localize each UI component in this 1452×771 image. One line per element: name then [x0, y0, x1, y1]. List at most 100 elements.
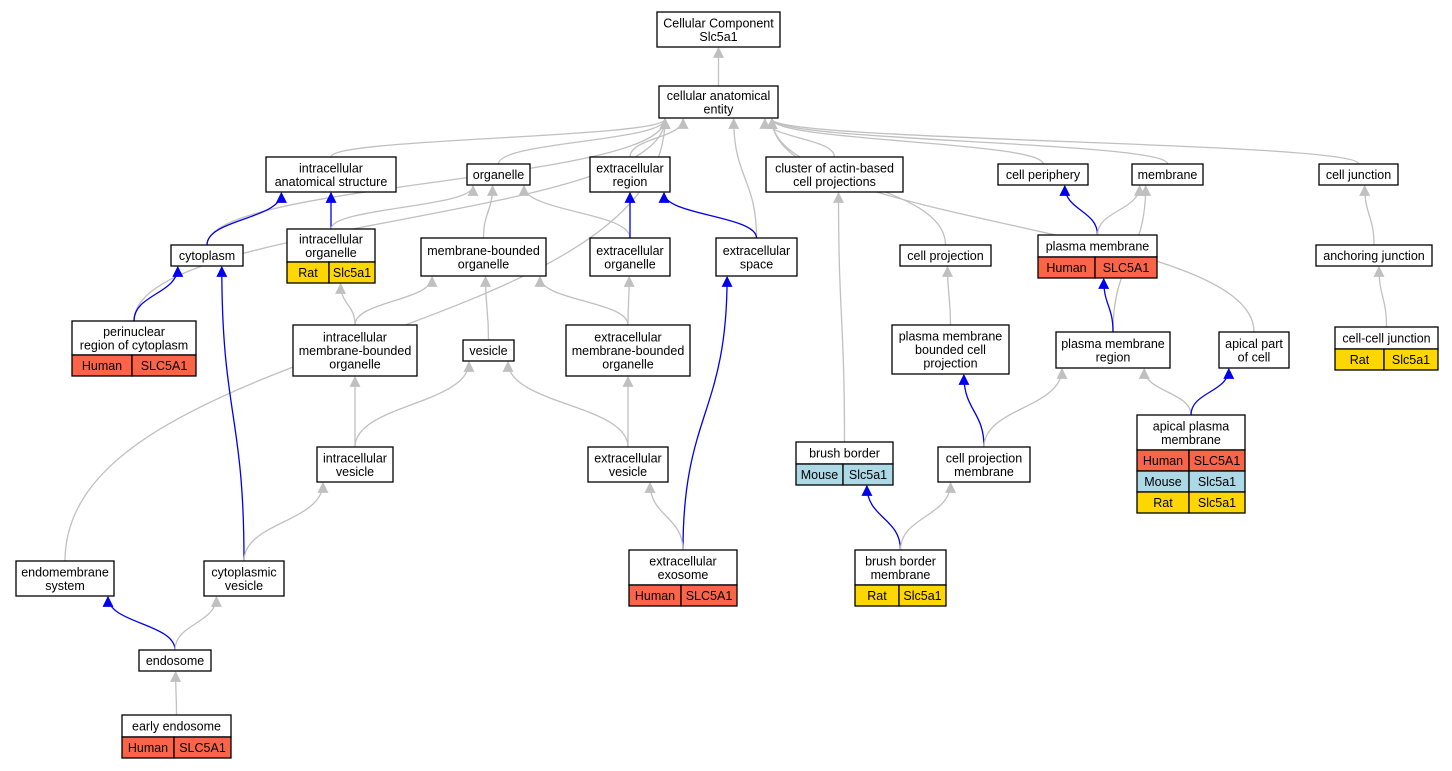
- node-label-line: organelle: [458, 257, 509, 271]
- node-box: [1315, 244, 1433, 267]
- edge-imbo-to-iorg: [335, 282, 356, 326]
- edge-pm-to-cper: [1059, 184, 1099, 236]
- edge-pm-to-membrane: [1096, 184, 1145, 236]
- node-cper[interactable]: cell periphery: [997, 163, 1089, 186]
- gene-symbol: Slc5a1: [1198, 496, 1236, 510]
- node-box: [462, 339, 515, 362]
- species-name: Human: [1046, 261, 1086, 275]
- node-label-line: cell projections: [793, 175, 876, 189]
- node-label-line: intracellular: [299, 161, 363, 175]
- species-name: Mouse: [1144, 475, 1182, 489]
- edge-cpm-to-pmr: [983, 367, 1068, 448]
- node-box: [1131, 163, 1204, 186]
- node-label-line: region: [1096, 350, 1131, 364]
- node-label-line: cellular anatomical: [667, 89, 771, 103]
- gene-symbol: SLC5A1: [179, 741, 226, 755]
- edge-membrane-to-cae: [766, 117, 1169, 165]
- edge-mbo-to-organelle: [482, 184, 498, 239]
- edge-early-to-endosome: [170, 670, 182, 716]
- node-label-line: plasma membrane: [1046, 240, 1150, 254]
- node-organelle[interactable]: organelle: [466, 163, 531, 186]
- node-cytoplasm[interactable]: cytoplasm: [170, 244, 244, 267]
- node-endosome[interactable]: endosome: [138, 649, 212, 672]
- node-cjunc[interactable]: cell junction: [1318, 163, 1399, 186]
- node-box: [420, 237, 547, 277]
- edge-imbo-to-mbo: [354, 275, 438, 326]
- node-box: [316, 446, 394, 483]
- node-vesicle[interactable]: vesicle: [462, 339, 515, 362]
- node-membrane[interactable]: membrane: [1131, 163, 1204, 186]
- node-label-line: entity: [704, 102, 735, 116]
- node-label-line: extracellular: [594, 451, 661, 465]
- edge-exosome-to-exspace: [682, 275, 733, 551]
- node-label-line: extracellular: [596, 244, 663, 258]
- gene-cell: [1094, 256, 1158, 279]
- node-label-line: vesicle: [336, 465, 374, 479]
- node-box: [292, 324, 418, 377]
- gene-symbol: SLC5A1: [686, 589, 733, 603]
- node-label-line: bounded cell: [915, 343, 986, 357]
- edge-layer: [64, 46, 1388, 716]
- edge-vesicle-to-mbo: [480, 275, 492, 341]
- edge-endosome-to-endomem: [102, 595, 176, 651]
- node-label-line: Cellular Component: [663, 16, 774, 30]
- node-label-line: anchoring junction: [1323, 249, 1425, 263]
- node-label-line: membrane-bounded: [572, 344, 685, 358]
- node-label-line: membrane-bounded: [299, 344, 412, 358]
- gene-cell: [898, 584, 947, 607]
- edge-cytves-to-ivesicle: [243, 481, 329, 562]
- node-label-line: exosome: [658, 568, 709, 582]
- node-label-line: organelle: [329, 358, 380, 372]
- node-box: [1318, 163, 1399, 186]
- node-label-line: extracellular: [594, 331, 661, 345]
- edge-cpm-to-pmbcp: [958, 373, 985, 448]
- edge-cytoplasm-to-cae: [206, 117, 671, 246]
- edge-apm-to-apcell: [1190, 367, 1235, 416]
- node-label-line: apical part: [1225, 337, 1283, 351]
- node-label-line: brush border: [865, 554, 936, 568]
- node-label-line: brush border: [809, 447, 880, 461]
- species-name: Human: [635, 589, 675, 603]
- edge-exmbo-to-mbo: [534, 275, 629, 326]
- edge-cjunc-to-cae: [766, 117, 1360, 165]
- edge-cytoplasm-to-ias: [206, 191, 287, 246]
- species-name: Human: [128, 741, 168, 755]
- edge-apcell-to-cae: [766, 117, 1255, 333]
- species-name: Human: [82, 359, 122, 373]
- node-cproj[interactable]: cell projection: [899, 244, 992, 267]
- edge-pmbcp-to-cproj: [942, 265, 954, 326]
- node-ajunc[interactable]: anchoring junction: [1315, 244, 1433, 267]
- species-name: Mouse: [801, 468, 839, 482]
- node-box: [765, 156, 904, 193]
- node-label-line: membrane-bounded: [427, 244, 540, 258]
- node-label-line: apical plasma: [1153, 419, 1229, 433]
- edge-exorg-to-organelle: [518, 184, 631, 239]
